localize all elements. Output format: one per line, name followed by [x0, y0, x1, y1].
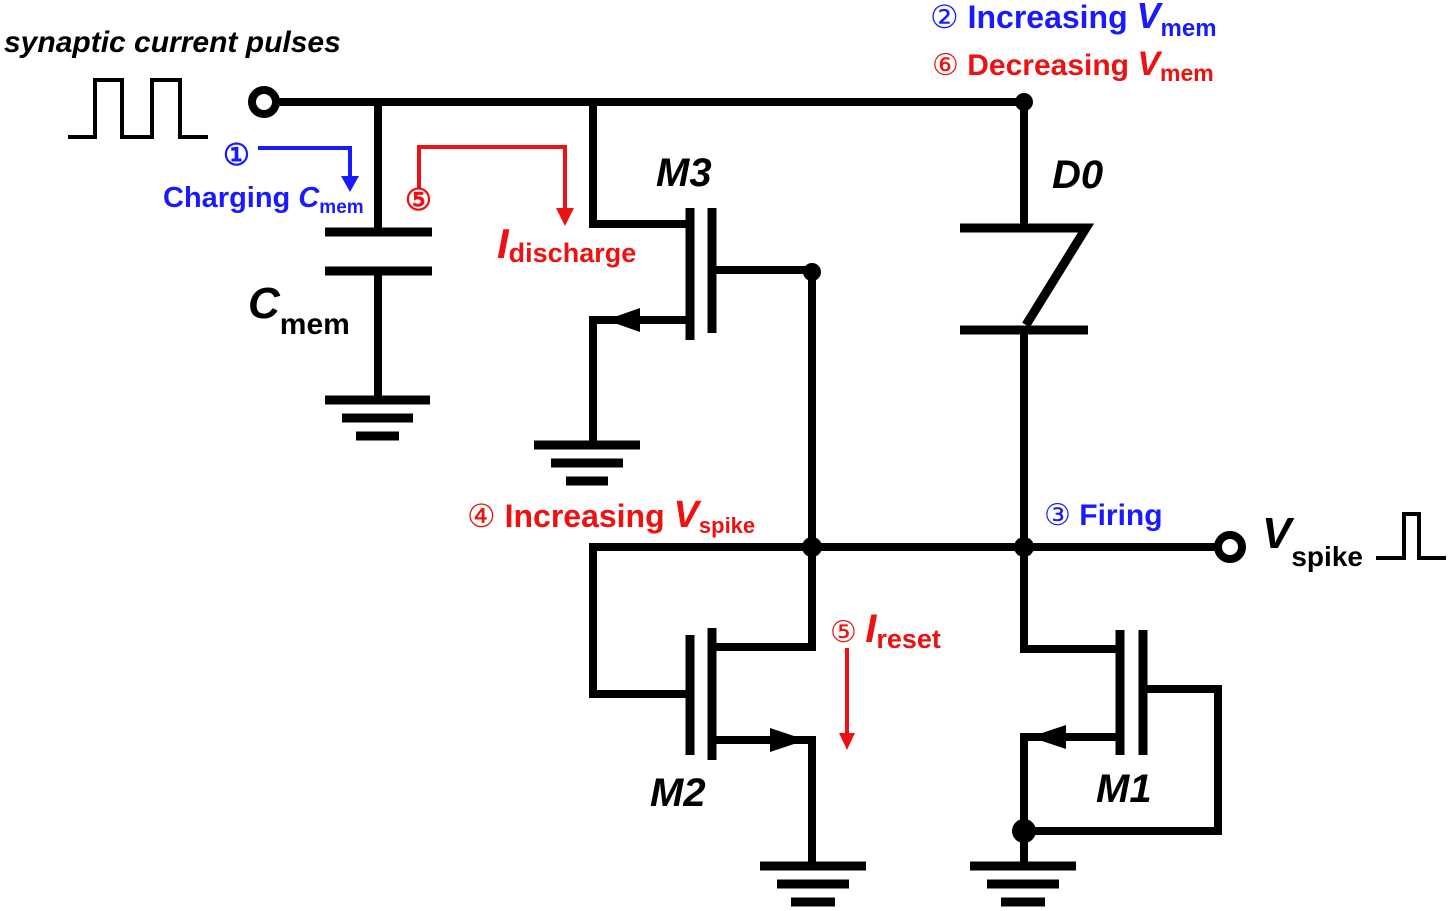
ground-symbol	[970, 861, 1076, 907]
step6-label: ⑥ Decreasing Vmem	[932, 45, 1214, 86]
transistor-m2	[589, 543, 816, 866]
step4-label: ④ Increasing Vspike	[467, 494, 755, 538]
output-pulse-waveform	[1376, 512, 1446, 560]
cmem-label: Cmem	[248, 279, 350, 341]
vspike-output-label: Vspike	[1262, 509, 1363, 572]
input-terminal	[248, 86, 280, 118]
m3-label: M3	[656, 151, 712, 195]
step1-label: Charging Cmem	[163, 182, 364, 218]
step2-label: ② Increasing Vmem	[930, 0, 1217, 42]
discharge-arrowhead	[556, 208, 574, 226]
charging-arrowhead	[341, 176, 359, 192]
input-pulse-waveform	[68, 78, 208, 139]
discharge-current-arrow	[417, 145, 567, 210]
step1-number: ①	[223, 139, 250, 172]
capacitor-cmem	[325, 98, 432, 404]
ground-symbol	[325, 395, 430, 441]
m2-label: M2	[650, 771, 706, 815]
node-spike-left	[802, 537, 822, 557]
transistor-m1	[1020, 543, 1222, 866]
ground-symbol	[760, 861, 866, 907]
step3-label: ③ Firing	[1044, 499, 1163, 532]
ground-symbol	[534, 440, 640, 486]
node-m1-source	[1012, 819, 1036, 843]
charging-current-arrow	[258, 146, 352, 178]
step5-reset-label: ⑤ Ireset	[830, 607, 941, 654]
step5-discharge-number: ⑤	[405, 184, 432, 217]
idischarge-label: Idischarge	[497, 220, 636, 268]
d0-label: D0	[1052, 153, 1103, 197]
transistor-m3	[589, 98, 816, 447]
reset-arrowhead	[839, 733, 855, 750]
m1-label: M1	[1096, 767, 1152, 811]
input-label: synaptic current pulses	[4, 26, 341, 59]
output-terminal	[1214, 531, 1246, 563]
